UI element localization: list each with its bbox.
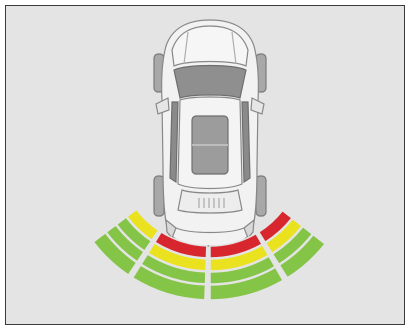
parking-sensor-illustration [5,5,405,325]
rear-right-wheel [256,176,266,216]
rear-window [178,190,242,213]
right-side-window [242,102,250,182]
rear-left-wheel [154,176,164,216]
windshield [174,66,246,99]
left-side-window [170,102,178,182]
parking-scene [6,6,405,325]
car-top-view [154,20,266,246]
